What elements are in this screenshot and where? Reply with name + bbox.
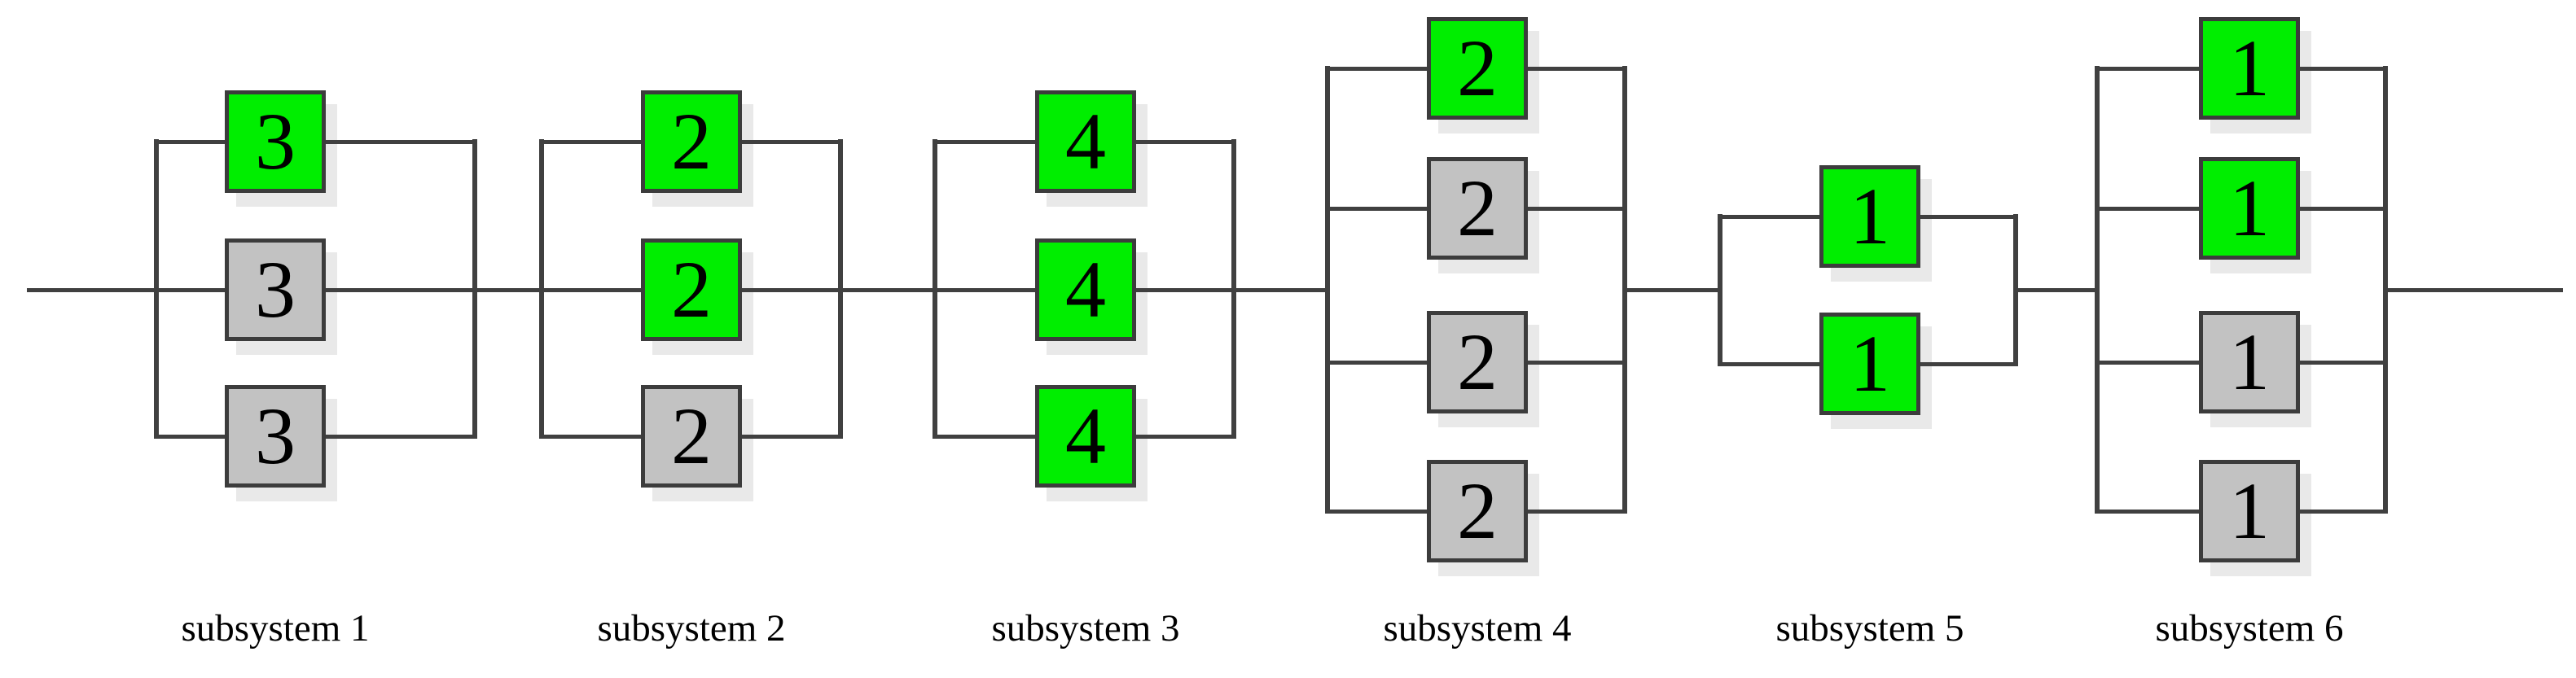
- block-shadow: [1438, 325, 1539, 427]
- subsystem-4-branch-1-right-wire: [1528, 67, 1625, 71]
- block-shadow: [1047, 399, 1148, 501]
- subsystem-5-branch-1-left-wire: [1720, 215, 1819, 219]
- subsystem-4-block-2-inactive: 2: [1427, 157, 1528, 260]
- subsystem-2-branch-2-right-wire: [742, 288, 840, 292]
- subsystem-3-branch-3-left-wire: [935, 435, 1035, 439]
- block-shadow: [236, 399, 337, 501]
- subsystem-3-block-1-active: 4: [1035, 90, 1136, 193]
- subsystem-1-branch-3-right-wire: [326, 435, 475, 439]
- main-line-segment-3: [840, 288, 935, 292]
- subsystem-5-branch-2-left-wire: [1720, 362, 1819, 366]
- subsystem-6-block-4-inactive: 1: [2199, 460, 2300, 562]
- subsystem-4-branch-3-left-wire: [1327, 361, 1427, 365]
- block-shadow: [2210, 325, 2311, 427]
- subsystem-1-branch-1-right-wire: [326, 140, 475, 144]
- subsystem-5-block-1-active: 1: [1819, 165, 1920, 268]
- subsystem-1-block-2-inactive: 3: [225, 238, 326, 341]
- subsystem-6-branch-1-right-wire: [2300, 67, 2385, 71]
- block-shadow: [1047, 104, 1148, 207]
- main-line-segment-1: [27, 288, 156, 292]
- subsystem-6-block-3-inactive: 1: [2199, 311, 2300, 413]
- subsystem-3-label: subsystem 3: [991, 607, 1180, 650]
- subsystem-2-block-3-inactive: 2: [641, 385, 742, 488]
- block-shadow: [1831, 326, 1932, 429]
- subsystem-4-branch-2-left-wire: [1327, 207, 1427, 211]
- main-line-segment-2: [475, 288, 542, 292]
- subsystem-1-branch-2-right-wire: [326, 288, 475, 292]
- subsystem-6-branch-2-right-wire: [2300, 207, 2385, 211]
- subsystem-1-branch-1-left-wire: [156, 140, 225, 144]
- subsystem-4-branch-3-right-wire: [1528, 361, 1625, 365]
- subsystem-6-branch-3-left-wire: [2097, 361, 2199, 365]
- block-shadow: [1438, 474, 1539, 576]
- subsystem-4-block-4-inactive: 2: [1427, 460, 1528, 562]
- block-shadow: [1047, 252, 1148, 355]
- block-shadow: [1438, 31, 1539, 133]
- block-shadow: [2210, 31, 2311, 133]
- subsystem-4-branch-4-right-wire: [1528, 510, 1625, 514]
- subsystem-6-block-1-active: 1: [2199, 17, 2300, 120]
- block-shadow: [2210, 474, 2311, 576]
- subsystem-5-label: subsystem 5: [1775, 607, 1964, 650]
- subsystem-1-label: subsystem 1: [181, 607, 370, 650]
- block-shadow: [652, 399, 753, 501]
- block-shadow: [1831, 179, 1932, 282]
- subsystem-1-block-3-inactive: 3: [225, 385, 326, 488]
- subsystem-3-branch-2-left-wire: [935, 288, 1035, 292]
- subsystem-5-branch-1-right-wire: [1920, 215, 2016, 219]
- subsystem-2-branch-1-right-wire: [742, 140, 840, 144]
- subsystem-2-branch-1-left-wire: [542, 140, 641, 144]
- main-line-segment-7: [2385, 288, 2563, 292]
- subsystem-4-branch-1-left-wire: [1327, 67, 1427, 71]
- subsystem-4-block-1-active: 2: [1427, 17, 1528, 120]
- subsystem-2-block-2-active: 2: [641, 238, 742, 341]
- subsystem-4-block-3-inactive: 2: [1427, 311, 1528, 413]
- subsystem-4-branch-4-left-wire: [1327, 510, 1427, 514]
- subsystem-3-branch-2-right-wire: [1136, 288, 1234, 292]
- subsystem-3-branch-3-right-wire: [1136, 435, 1234, 439]
- subsystem-6-block-2-active: 1: [2199, 157, 2300, 260]
- subsystem-5-branch-2-right-wire: [1920, 362, 2016, 366]
- block-shadow: [236, 252, 337, 355]
- subsystem-3-branch-1-right-wire: [1136, 140, 1234, 144]
- subsystem-6-branch-2-left-wire: [2097, 207, 2199, 211]
- main-line-segment-5: [1625, 288, 1720, 292]
- subsystem-2-branch-3-right-wire: [742, 435, 840, 439]
- main-line-segment-6: [2016, 288, 2097, 292]
- subsystem-6-branch-4-right-wire: [2300, 510, 2385, 514]
- block-shadow: [652, 252, 753, 355]
- subsystem-5-block-2-active: 1: [1819, 313, 1920, 415]
- subsystem-6-branch-4-left-wire: [2097, 510, 2199, 514]
- subsystem-6-label: subsystem 6: [2155, 607, 2344, 650]
- subsystem-2-label: subsystem 2: [597, 607, 786, 650]
- subsystem-2-block-1-active: 2: [641, 90, 742, 193]
- subsystem-4-branch-2-right-wire: [1528, 207, 1625, 211]
- block-shadow: [236, 104, 337, 207]
- subsystem-1-branch-3-left-wire: [156, 435, 225, 439]
- subsystem-6-branch-1-left-wire: [2097, 67, 2199, 71]
- block-shadow: [652, 104, 753, 207]
- block-shadow: [1438, 171, 1539, 273]
- subsystem-1-block-1-active: 3: [225, 90, 326, 193]
- main-line-segment-4: [1234, 288, 1327, 292]
- subsystem-6-branch-3-right-wire: [2300, 361, 2385, 365]
- subsystem-3-block-2-active: 4: [1035, 238, 1136, 341]
- subsystem-2-branch-2-left-wire: [542, 288, 641, 292]
- block-shadow: [2210, 171, 2311, 273]
- subsystem-1-branch-2-left-wire: [156, 288, 225, 292]
- subsystem-3-block-3-active: 4: [1035, 385, 1136, 488]
- subsystem-2-branch-3-left-wire: [542, 435, 641, 439]
- subsystem-4-label: subsystem 4: [1383, 607, 1572, 650]
- subsystem-3-branch-1-left-wire: [935, 140, 1035, 144]
